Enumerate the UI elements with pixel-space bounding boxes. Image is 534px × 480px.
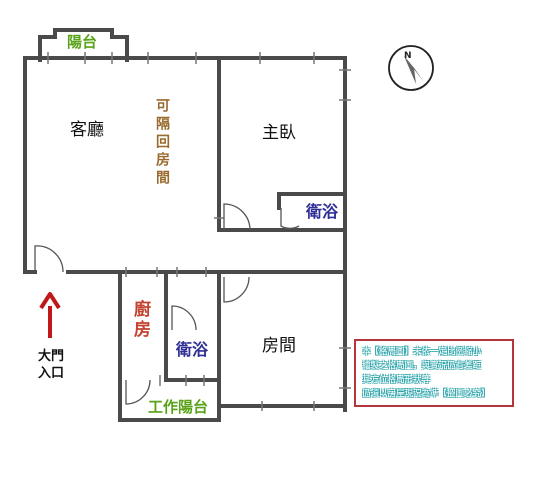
walls — [23, 28, 347, 422]
balcony-label: 陽台 — [67, 33, 98, 51]
kitchen-label: 廚房 — [130, 300, 150, 340]
work-balcony-label: 工作陽台 — [148, 398, 209, 416]
entrance-label: 大門 入口 — [31, 348, 71, 382]
door-swings — [34, 203, 300, 405]
master-bedroom-label: 主臥 — [262, 123, 296, 143]
master-bath-label: 衛浴 — [306, 202, 339, 221]
entrance-line-2: 入口 — [37, 366, 64, 381]
entrance-line-1: 大門 — [37, 349, 64, 364]
entrance-arrow — [39, 292, 61, 338]
disclaimer-line: 繪製之格局圖，與實況仍有差距 — [362, 361, 482, 371]
bath-label: 衛浴 — [176, 340, 209, 359]
divider-note: 可隔回房間 — [154, 98, 170, 188]
disclaimer-line: 本【格局圖】未依一定比例縮小 — [362, 347, 482, 357]
living-room-label: 客廳 — [70, 120, 104, 140]
bedroom-label: 房間 — [262, 336, 296, 356]
compass-north-label: N — [404, 51, 412, 61]
window-ticks — [47, 52, 351, 411]
disclaimer-line: 仍須以房屋現況為準【盜圖必究】 — [362, 389, 490, 399]
disclaimer-line: 其方位格局形狀等 — [362, 375, 431, 385]
disclaimer-box: 本【格局圖】未依一定比例縮小 繪製之格局圖，與實況仍有差距 其方位格局形狀等 仍… — [354, 339, 514, 407]
compass-icon — [388, 45, 434, 91]
